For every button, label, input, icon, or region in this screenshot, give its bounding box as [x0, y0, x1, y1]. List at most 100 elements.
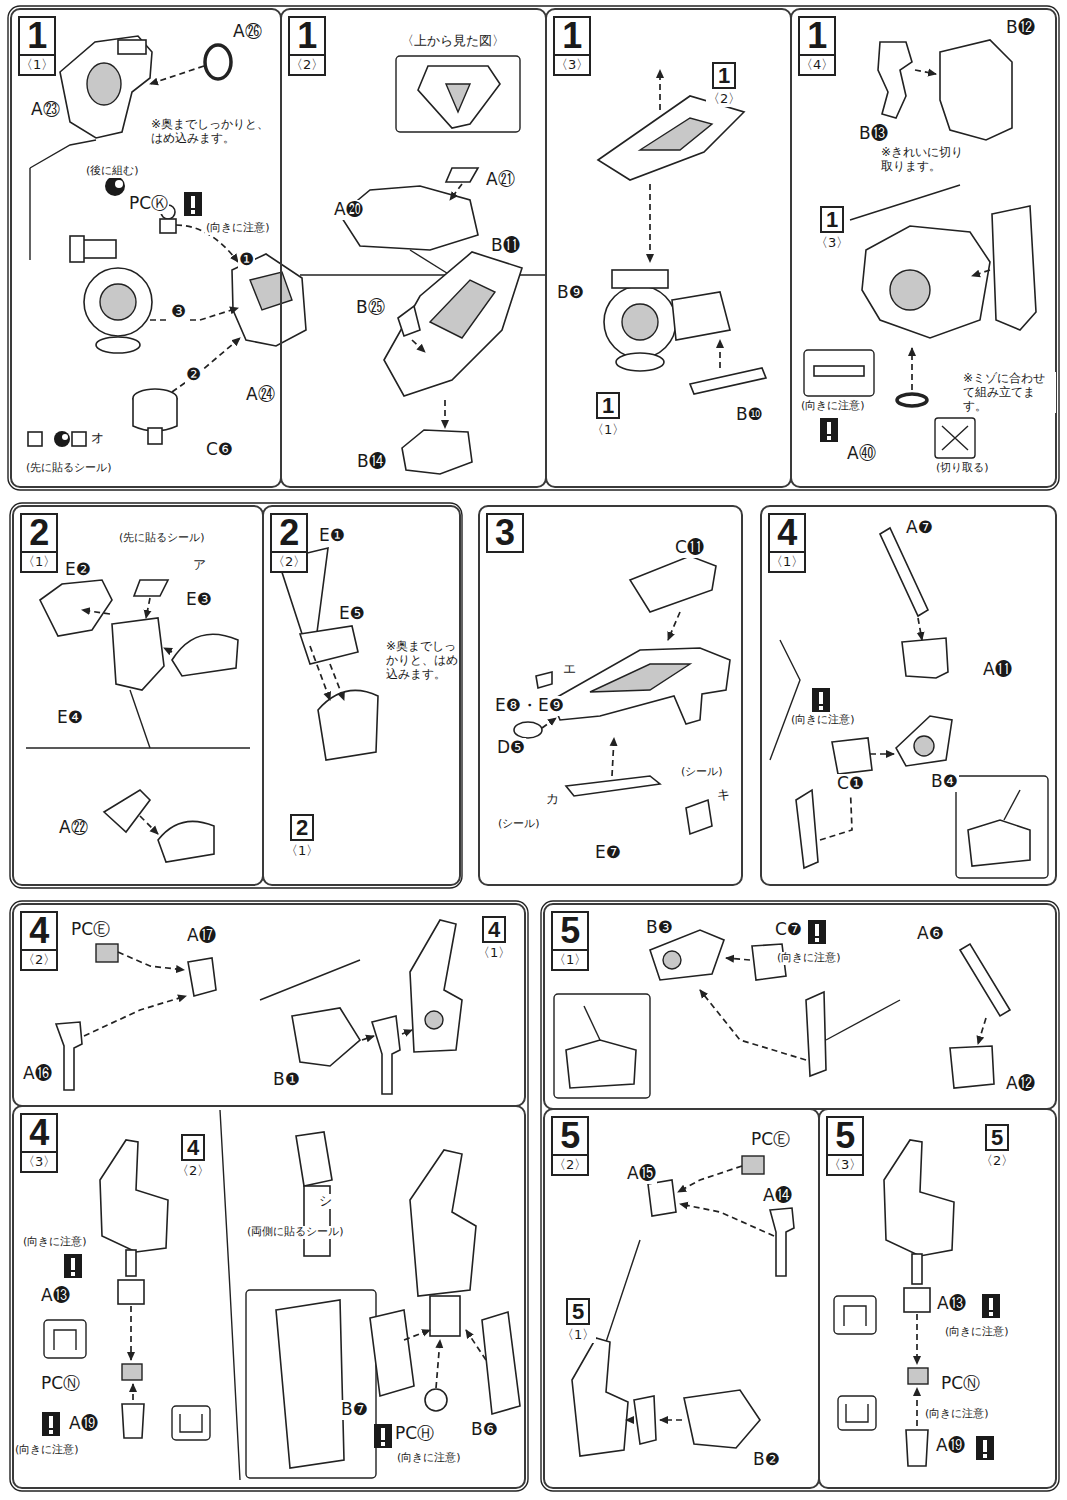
- sketch-line: [890, 270, 930, 310]
- sketch-line: [950, 1046, 994, 1088]
- sketch-line: [44, 1320, 86, 1358]
- sketch-line: [118, 1280, 144, 1304]
- sketch-line: [180, 1414, 202, 1432]
- sketch-line: [425, 1389, 447, 1411]
- sketch-line: [122, 1404, 144, 1438]
- sketch-line: [42, 1412, 60, 1436]
- callout-number: PCⓀ: [128, 194, 169, 214]
- step-substep: 〈1〉: [768, 553, 806, 573]
- callout-number: E❼: [594, 843, 622, 863]
- sketch-line: [1004, 790, 1020, 820]
- sketch-line: [402, 430, 472, 474]
- callout-number: A㉑: [485, 170, 516, 190]
- sketch-line: [300, 626, 358, 664]
- sketch-line: [49, 1430, 53, 1434]
- note-text: (後に組む): [85, 165, 140, 178]
- sketch-line: [310, 646, 330, 700]
- note-text: 〈1〉: [284, 844, 320, 859]
- sketch-line: [140, 816, 158, 834]
- sketch-line: [26, 747, 250, 748]
- callout-number: A⓭: [40, 1286, 71, 1306]
- step-substep: 〈3〉: [553, 56, 591, 76]
- callout-number: B⓮: [356, 452, 387, 472]
- sketch-line: [827, 436, 831, 440]
- sketch-line: [425, 1011, 443, 1029]
- note-text: (先に貼るシール): [25, 462, 113, 475]
- sketch-line: [296, 1132, 332, 1186]
- callout-number: B❾: [556, 283, 585, 303]
- callout-number: B⓫: [490, 236, 521, 256]
- note-text: 〈1〉: [560, 1328, 596, 1343]
- part-sketch: [770, 528, 1048, 878]
- sketch-line: [96, 944, 118, 962]
- sketch-line: [584, 1006, 600, 1040]
- note-text: 〈上から見た図〉: [400, 34, 506, 49]
- callout-number: B❶: [272, 1070, 301, 1090]
- sketch-line: [450, 184, 462, 200]
- sketch-line: [381, 1442, 385, 1446]
- sketch-line: [626, 1419, 634, 1421]
- callout-number: ア: [192, 558, 207, 573]
- sketch-line: [56, 1022, 82, 1090]
- callout-number: ❶: [238, 250, 255, 270]
- sketch-line: [672, 292, 730, 340]
- sketch-line: [62, 434, 68, 440]
- callout-number: B❿: [735, 405, 764, 425]
- callout-number: C❶: [836, 774, 865, 794]
- sketch-line: [122, 1364, 142, 1380]
- sketch-line: [80, 240, 116, 258]
- sketch-line: [184, 192, 202, 216]
- callout-number: E❺: [338, 604, 366, 624]
- sketch-line: [72, 432, 86, 446]
- sketch-line: [668, 612, 680, 640]
- sketch-line: [742, 1156, 764, 1174]
- sketch-line: [838, 1396, 876, 1430]
- sketch-line: [396, 56, 520, 132]
- sketch-line: [112, 618, 164, 690]
- sketch-line: [648, 1180, 676, 1216]
- sketch-line: [126, 1250, 136, 1276]
- note-text: (シール): [497, 818, 541, 831]
- note-text: (向きに注意): [800, 400, 866, 413]
- sketch-line: [770, 640, 800, 760]
- callout-number: A⓳: [935, 1436, 966, 1456]
- step-reference: 5: [985, 1124, 1009, 1151]
- sketch-line: [690, 368, 766, 394]
- sketch-line: [960, 944, 1010, 1016]
- sketch-line: [84, 268, 152, 336]
- sketch-line: [105, 176, 125, 196]
- sketch-line: [146, 598, 150, 618]
- sketch-line: [663, 951, 681, 969]
- sketch-line: [834, 1296, 876, 1334]
- callout-number: A⓫: [982, 660, 1013, 680]
- sketch-line: [908, 1368, 928, 1384]
- sketch-line: [649, 184, 651, 262]
- sketch-line: [616, 353, 664, 371]
- callout-number: A⓴: [333, 200, 364, 220]
- sketch-line: [815, 938, 819, 942]
- step-number: 1: [288, 16, 326, 56]
- sketch-line: [362, 1036, 374, 1040]
- part-sketch: [572, 1156, 794, 1456]
- callout-number: B⓬: [1005, 18, 1036, 38]
- callout-number: E❶: [318, 526, 346, 546]
- sketch-line: [904, 1288, 930, 1312]
- sketch-line: [444, 400, 446, 428]
- step-heading: 1〈4〉: [798, 16, 836, 76]
- step-number: 4: [20, 1113, 58, 1153]
- note-text: 〈2〉: [979, 1154, 1015, 1169]
- sketch-line: [30, 140, 96, 168]
- callout-number: B㉕: [355, 298, 386, 318]
- step-reference: 1: [596, 392, 620, 419]
- step-substep: 〈2〉: [270, 553, 308, 573]
- step-reference: 4: [482, 916, 506, 943]
- part-sketch: [300, 56, 545, 474]
- sketch-line: [536, 672, 552, 688]
- step-substep: 〈1〉: [20, 553, 58, 573]
- callout-number: エ: [562, 662, 577, 677]
- sketch-line: [915, 70, 936, 74]
- callout-number: PCⒺ: [70, 920, 111, 940]
- sketch-line: [118, 952, 184, 970]
- sketch-line: [972, 270, 990, 276]
